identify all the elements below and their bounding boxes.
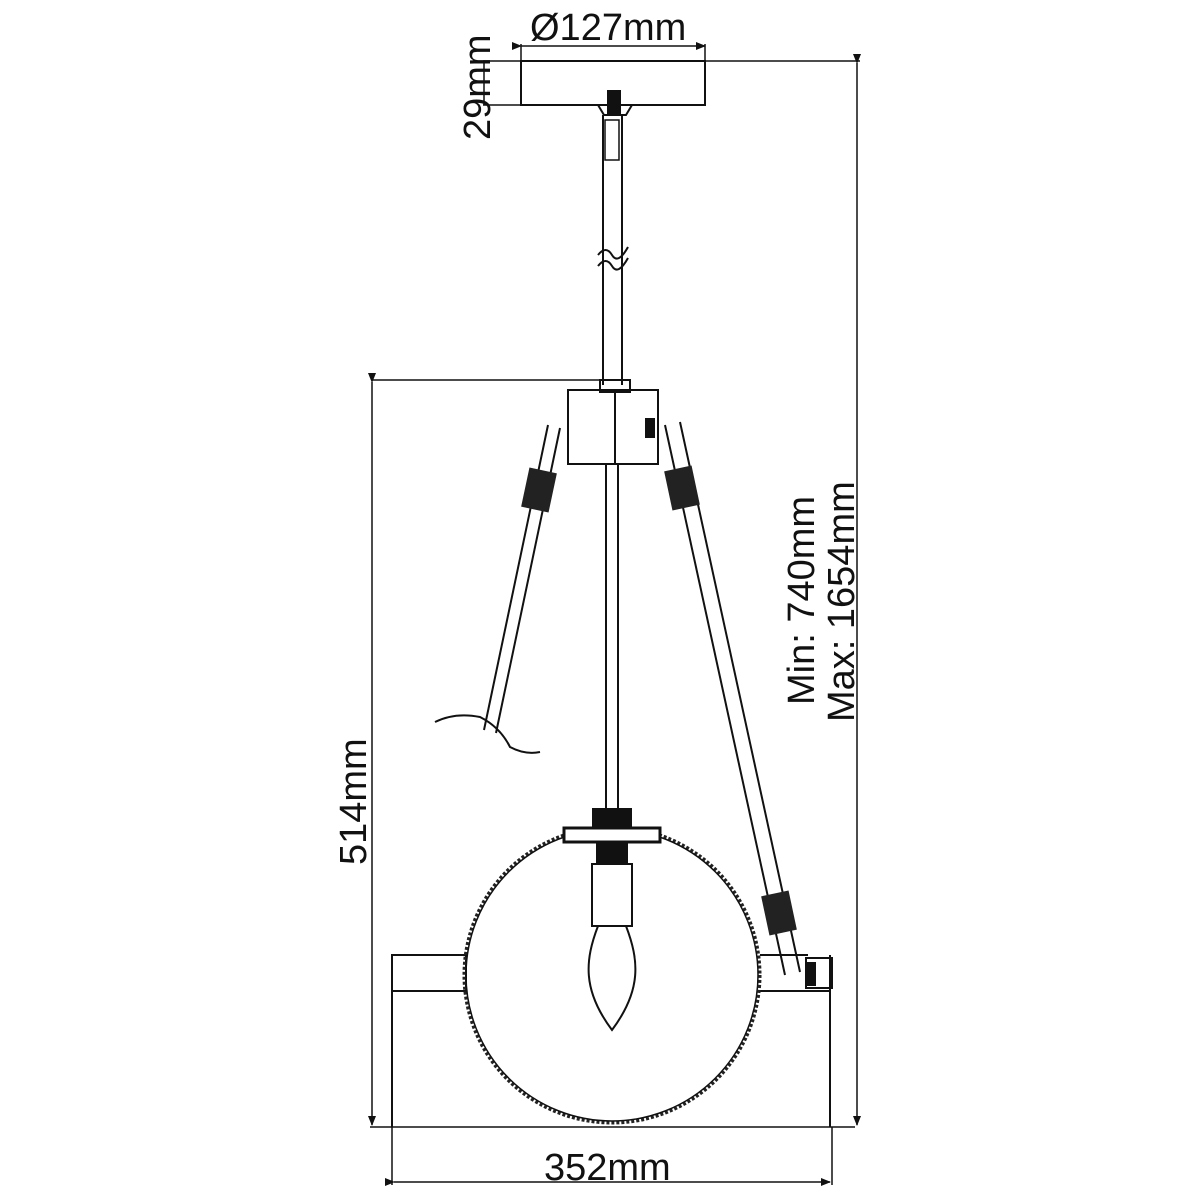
fixture-height-label: 514mm	[333, 738, 375, 865]
canopy-height-label: 29mm	[457, 34, 499, 140]
overall-height-min-label: Min: 740mm	[781, 496, 823, 705]
candle-bulb	[587, 925, 637, 1032]
canopy-height-dimension: 29mm	[457, 34, 860, 140]
ceiling-canopy	[520, 60, 706, 116]
junction-hub	[567, 379, 659, 465]
canopy-diameter-dimension: Ø127mm	[512, 7, 706, 61]
fixture-width-dimension: 352mm	[385, 1127, 833, 1189]
glass-globe	[462, 825, 762, 1125]
fixture-width-label: 352mm	[544, 1147, 671, 1189]
right-arm	[664, 421, 833, 989]
overall-height-max-label: Max: 1654mm	[821, 481, 863, 722]
lamp-socket	[562, 808, 662, 927]
suspension-rod	[597, 115, 629, 385]
left-arm	[434, 424, 561, 754]
horizontal-ring	[391, 954, 831, 1127]
canopy-diameter-label: Ø127mm	[530, 7, 686, 49]
center-cord	[605, 464, 619, 810]
fixture-height-dimension: 514mm	[333, 373, 855, 1128]
overall-height-dimension: Min: 740mm Max: 1654mm	[781, 54, 863, 1126]
